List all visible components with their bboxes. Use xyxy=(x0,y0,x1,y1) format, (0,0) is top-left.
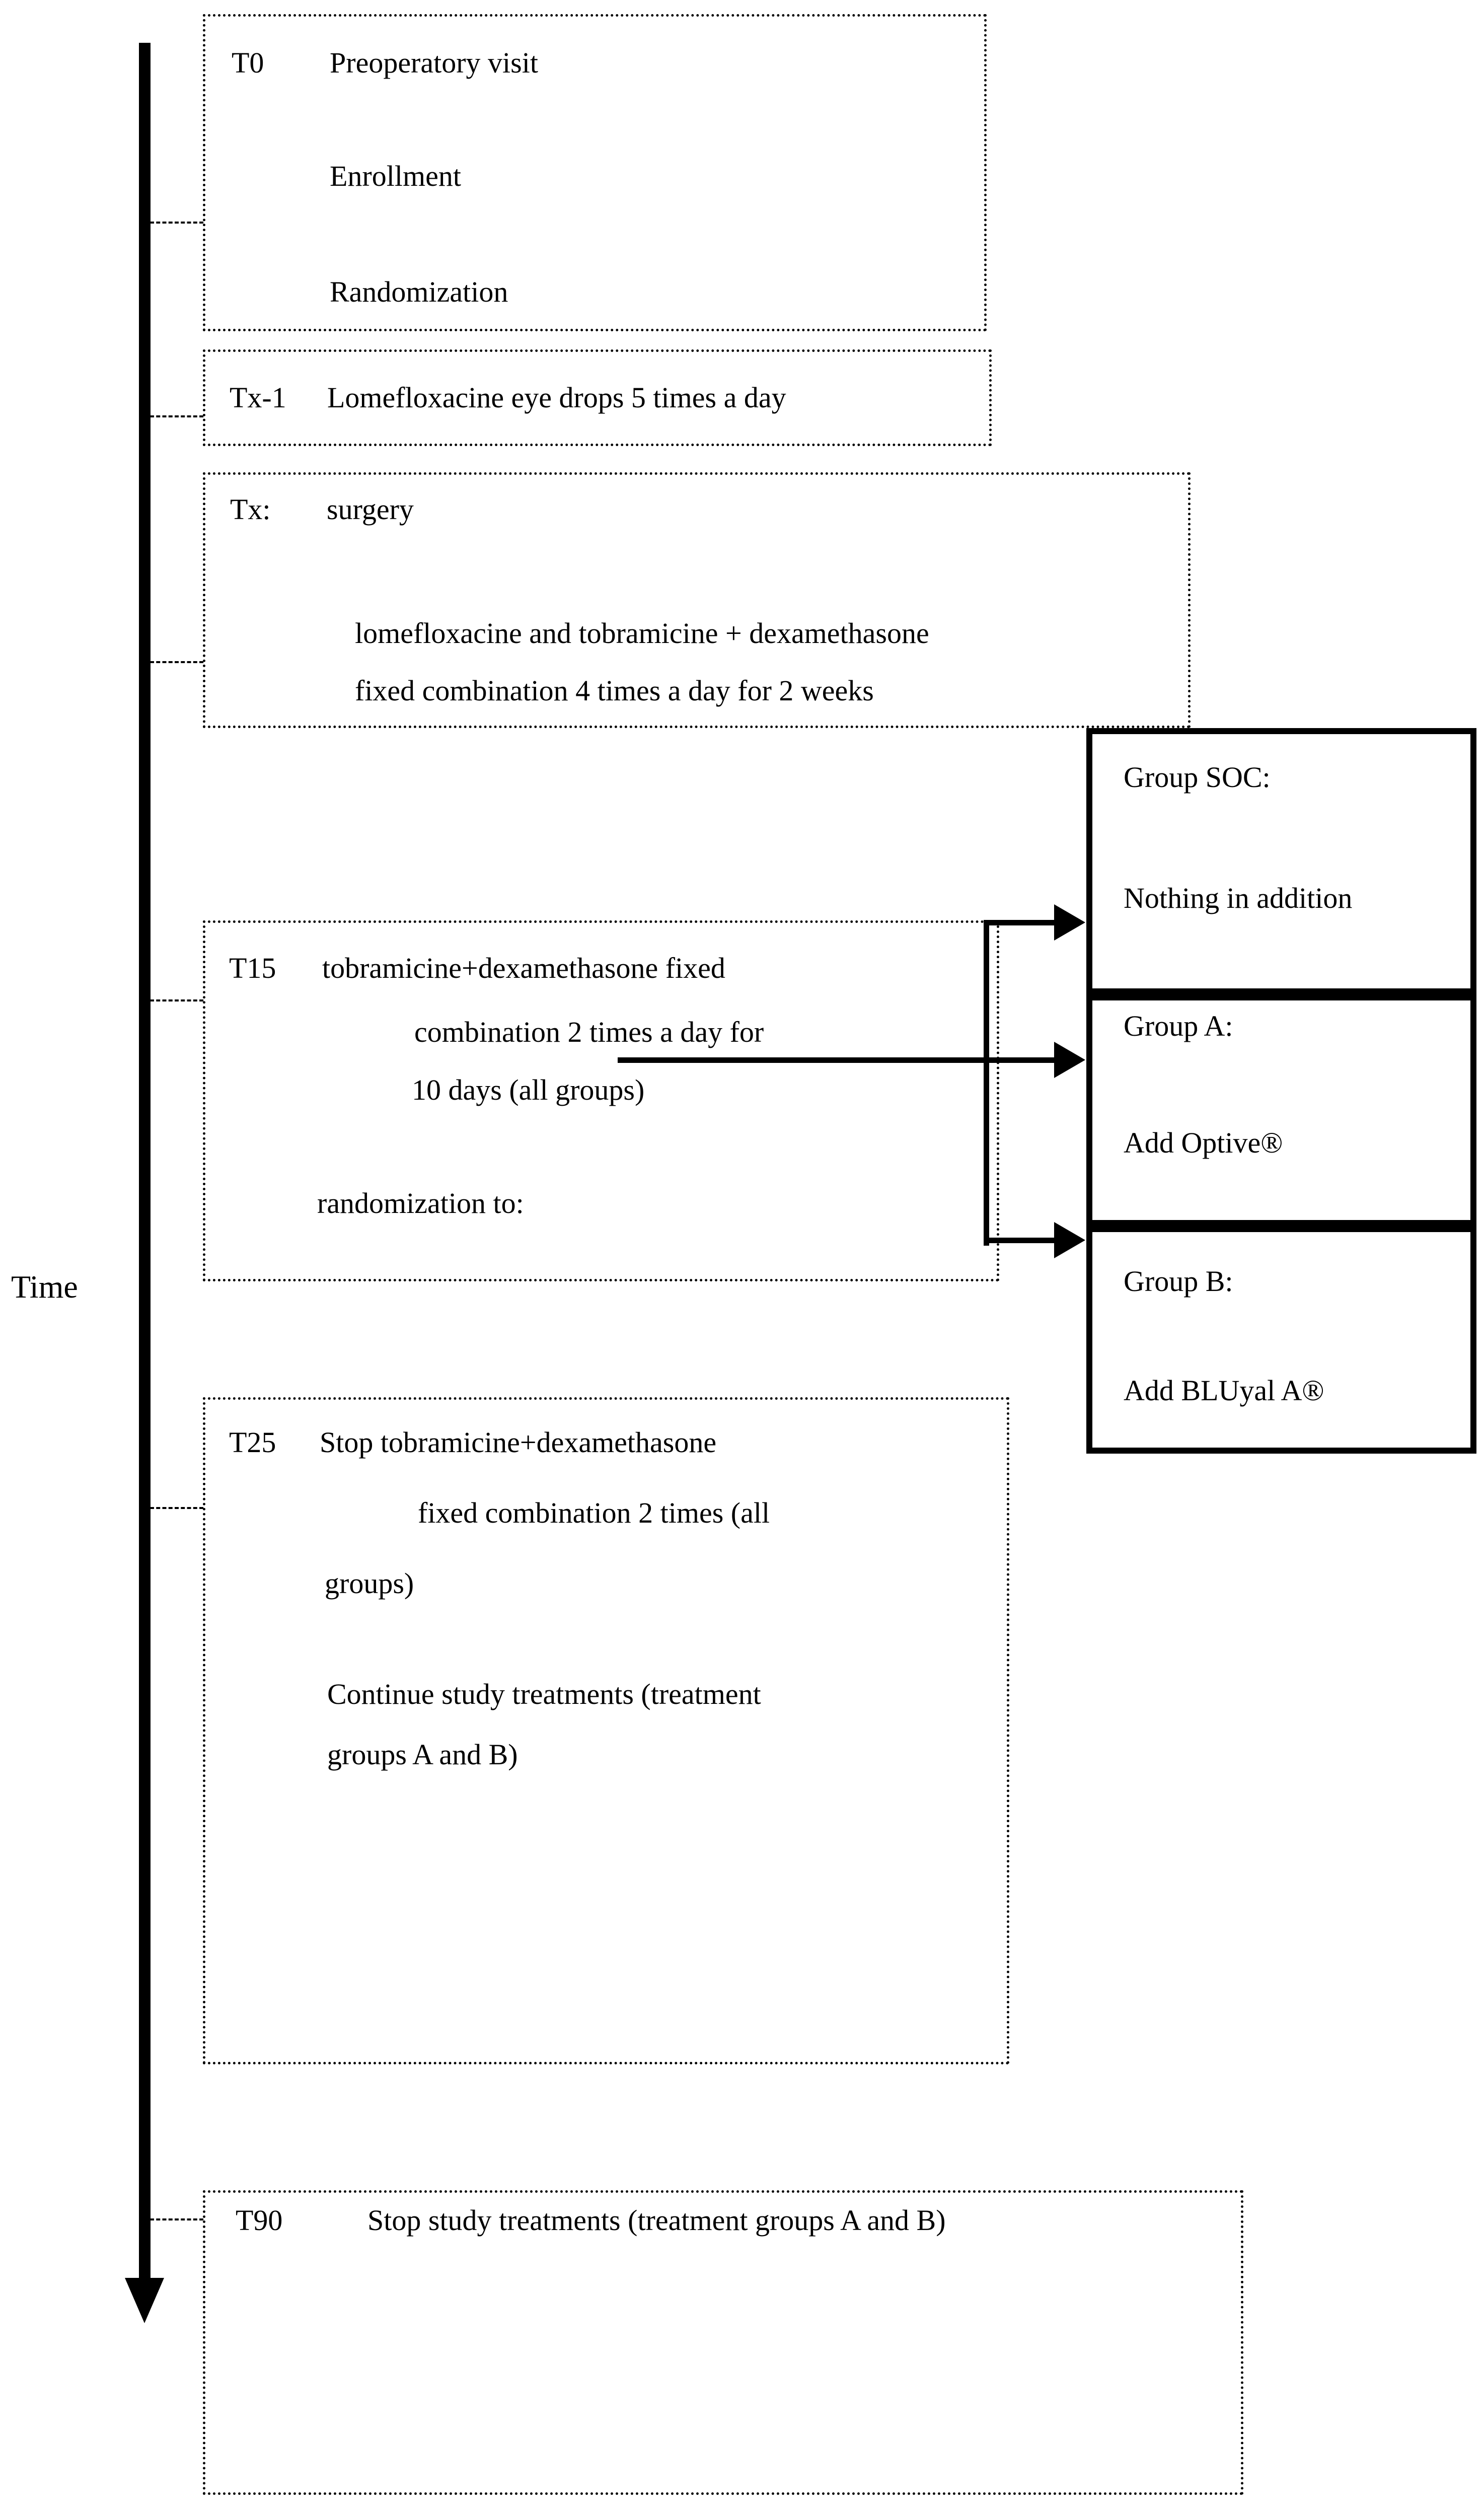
timepoint-label-t25: T25 xyxy=(229,1426,276,1459)
timeline-box-tx1: Tx-1 Lomefloxacine eye drops 5 times a d… xyxy=(203,349,992,446)
arrow-line-to-group-soc xyxy=(984,920,1057,925)
arrowhead-group-b-icon xyxy=(1054,1222,1085,1258)
box-line: Randomization xyxy=(330,275,508,308)
arrowhead-group-soc-icon xyxy=(1054,904,1085,941)
group-box-b: Group B: Add BLUyal A® xyxy=(1086,1226,1476,1454)
branch-vertical-line xyxy=(984,920,989,1246)
box-line: 10 days (all groups) xyxy=(412,1073,645,1106)
group-title: Group SOC: xyxy=(1124,761,1271,794)
group-treatment: Add Optive® xyxy=(1124,1126,1283,1159)
time-axis-label: Time xyxy=(11,1269,78,1305)
time-axis-arrowhead-icon xyxy=(125,2278,164,2323)
box-line: surgery xyxy=(327,493,414,526)
arrow-line-to-group-b xyxy=(984,1238,1057,1243)
box-line: Stop tobramicine+dexamethasone xyxy=(320,1426,717,1459)
branch-main-line xyxy=(618,1057,1057,1063)
box-line: tobramicine+dexamethasone fixed xyxy=(322,952,725,984)
box-line: lomefloxacine and tobramicine + dexameth… xyxy=(355,617,929,650)
group-treatment: Add BLUyal A® xyxy=(1124,1374,1324,1407)
box-line: groups) xyxy=(325,1567,414,1600)
box-line: Stop study treatments (treatment groups … xyxy=(367,2204,946,2237)
timepoint-label-tx: Tx: xyxy=(230,493,271,526)
timeline-box-t0: T0 Preoperatory visit Enrollment Randomi… xyxy=(203,14,987,331)
group-treatment: Nothing in addition xyxy=(1124,882,1353,914)
timepoint-label-t0: T0 xyxy=(232,46,264,79)
box-line: Enrollment xyxy=(330,160,461,192)
timeline-box-t25: T25 Stop tobramicine+dexamethasone fixed… xyxy=(203,1397,1009,2064)
tick-tx xyxy=(150,661,203,663)
tick-t0 xyxy=(150,222,203,224)
group-box-a: Group A: Add Optive® xyxy=(1086,994,1476,1226)
timepoint-label-t90: T90 xyxy=(236,2204,283,2237)
timeline-box-t90: T90 Stop study treatments (treatment gro… xyxy=(203,2190,1243,2495)
box-line: Continue study treatments (treatment xyxy=(327,1678,761,1710)
timeline-box-t15: T15 tobramicine+dexamethasone fixed comb… xyxy=(203,920,999,1281)
tick-t15 xyxy=(150,999,203,1001)
arrowhead-group-a-icon xyxy=(1054,1042,1085,1078)
box-line: groups A and B) xyxy=(327,1738,518,1771)
box-line: combination 2 times a day for xyxy=(414,1016,764,1048)
tick-tx1 xyxy=(150,415,203,417)
box-line: Lomefloxacine eye drops 5 times a day xyxy=(327,381,786,414)
group-box-soc: Group SOC: Nothing in addition xyxy=(1086,728,1476,994)
tick-t90 xyxy=(150,2218,203,2220)
box-line: randomization to: xyxy=(317,1187,524,1219)
box-line: fixed combination 4 times a day for 2 we… xyxy=(355,674,874,707)
box-line: fixed combination 2 times (all xyxy=(418,1496,770,1529)
timeline-box-tx: Tx: surgery lomefloxacine and tobramicin… xyxy=(203,472,1191,728)
timepoint-label-tx1: Tx-1 xyxy=(230,381,286,414)
group-title: Group A: xyxy=(1124,1010,1233,1042)
timepoint-label-t15: T15 xyxy=(229,952,276,984)
time-axis-line xyxy=(139,43,151,2280)
box-line: Preoperatory visit xyxy=(330,46,538,79)
tick-t25 xyxy=(150,1507,203,1509)
group-title: Group B: xyxy=(1124,1265,1233,1298)
